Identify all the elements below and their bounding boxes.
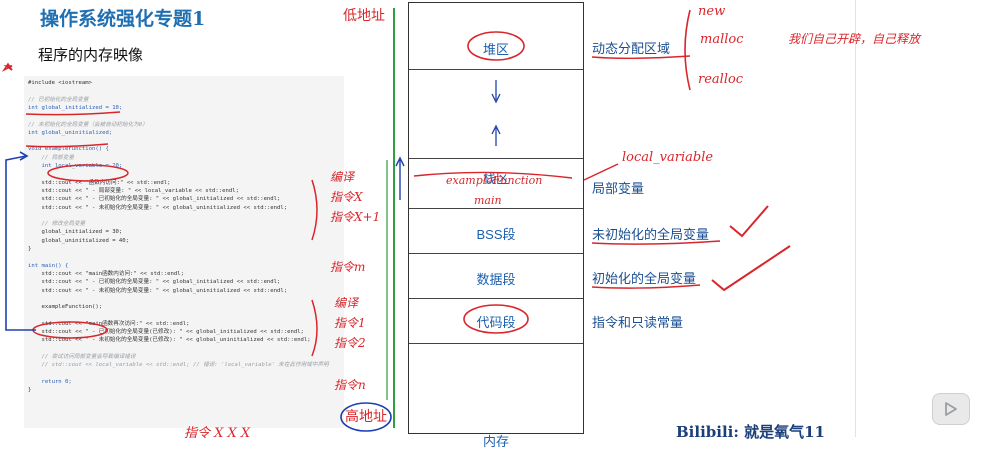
code-line: // 未初始化的全局变量（会被自动初始化为0）: [28, 121, 148, 128]
hand-note-a3: 指令X+1: [330, 210, 381, 224]
code-line: std::cout << "函数内访问:" << std::endl;: [28, 179, 171, 186]
low-address-label: 低地址: [343, 8, 385, 24]
code-line: std::cout << " - 已初始化的全局变量: " << global_…: [28, 279, 281, 286]
code-line: std::cout << " - 已初始化的全局变量: " << global_…: [28, 196, 281, 203]
code-line: exampleFunction();: [28, 304, 103, 311]
hand-note-a1: 编译: [330, 170, 355, 184]
code-line: global_initialized = 30;: [28, 229, 123, 236]
note-data: 初始化的全局变量: [592, 272, 697, 287]
note-stack: 局部变量: [592, 182, 645, 197]
divider: [409, 69, 583, 70]
code-line: std::cout << " - 局部变量: " << local_variab…: [28, 187, 239, 194]
code-line: global_uninitialized = 40;: [28, 237, 130, 244]
hand-note-a2: 指令X: [330, 190, 363, 204]
hand-local-variable: local_variable: [622, 150, 714, 165]
hand-stack-frame-1: exampleFunction: [446, 174, 543, 187]
hand-stack-frame-2: main: [474, 194, 502, 207]
circle-stroke: [467, 31, 525, 61]
arrowhead-icon: [491, 93, 501, 104]
brace-stroke: [684, 9, 691, 91]
note-arrow: [583, 163, 619, 181]
hand-bottom-scribble: 指令 X X X: [184, 426, 251, 441]
slide-title: 操作系统强化专题1: [40, 8, 206, 30]
underline-stroke: [591, 284, 701, 289]
checkmark-icon: [711, 245, 791, 292]
underline-stroke: [25, 111, 121, 116]
circle-stroke: [463, 304, 529, 334]
green-divider: [393, 8, 395, 428]
code-line: // 尝试访问局部变量会导致编译错误: [28, 353, 136, 360]
code-line: std::cout << " - 未初始化的全局变量: " << global_…: [28, 204, 288, 211]
arrowhead-icon: [19, 151, 29, 161]
code-line: std::cout << "main函数再次访问:" << std::endl;: [28, 320, 190, 327]
note-bss: 未初始化的全局变量: [592, 228, 710, 243]
brace-stroke: [311, 179, 318, 241]
hand-heap-op-1: new: [698, 4, 726, 19]
divider: [409, 253, 583, 254]
code-line: std::cout << " - 已初始化的全局变量(已修改): " << gl…: [28, 329, 304, 335]
code-line: // 修改全局变量: [28, 221, 86, 228]
divider: [409, 343, 583, 344]
slide-canvas: 操作系统强化专题1 程序的内存映像 #include <iostream> // …: [1, 0, 970, 449]
note-text: 指令和只读常量: [592, 316, 684, 331]
code-line: int global_uninitialized;: [28, 129, 113, 136]
underline-stroke: [25, 143, 109, 148]
hand-heap-comment: 我们自己开辟，自己释放: [788, 32, 921, 46]
circle-stroke: [340, 402, 392, 432]
segment-data: 数据段: [476, 272, 516, 287]
memory-diagram: 堆区 栈区 BSS段 数据段 代码段 内存: [408, 2, 584, 449]
code-line: std::cout << "main函数内访问:" << std::endl;: [28, 270, 184, 277]
scrollbar-track[interactable]: [855, 0, 856, 437]
code-line: std::cout << " - 未初始化的全局变量(已修改): " << gl…: [28, 337, 311, 344]
code-line: }: [28, 387, 32, 394]
underline-stroke: [591, 55, 691, 59]
code-line: void exampleFunction() {: [28, 146, 109, 153]
code-line: #include <iostream>: [28, 80, 92, 86]
hand-note-b4: 指令n: [334, 378, 366, 392]
code-line: // 局部变量: [28, 154, 74, 161]
circle-stroke: [47, 164, 129, 182]
brace-stroke: [311, 299, 318, 357]
circle-stroke: [32, 321, 108, 339]
code-line: int main() {: [28, 262, 69, 269]
play-icon: [945, 402, 957, 416]
code-line: // std::cout << local_variable << std::e…: [28, 362, 329, 369]
arrowhead-icon: [395, 156, 405, 167]
segment-text: 代码段: [476, 315, 516, 330]
code-line: int global_initialized = 10;: [28, 104, 123, 111]
underline-stroke: [591, 240, 721, 245]
star-icon: [1, 62, 13, 72]
scribble-stroke: [413, 171, 573, 179]
arrowhead-icon: [491, 124, 501, 135]
call-arrow: [5, 155, 36, 331]
note-heap: 动态分配区域: [592, 42, 671, 57]
ink-overlay: [1, 9, 791, 432]
segment-stack: 栈区: [482, 171, 509, 186]
hand-note-b1: 编译: [334, 296, 359, 310]
code-line: }: [28, 246, 32, 252]
segment-heap: 堆区: [482, 42, 509, 57]
checkmark-icon: [729, 205, 769, 238]
code-line: std::cout << " - 未初始化的全局变量: " << global_…: [28, 287, 288, 294]
play-button[interactable]: [932, 393, 970, 425]
code-line: return 0;: [28, 378, 72, 385]
segment-bss: BSS段: [476, 227, 516, 242]
high-address-label: 高地址: [345, 409, 387, 425]
code-line: // 已初始化的全局变量: [28, 96, 89, 103]
divider: [409, 208, 583, 209]
hand-note-b3: 指令2: [334, 336, 366, 350]
hand-note-a4: 指令m: [330, 260, 366, 274]
hand-note-b2: 指令1: [334, 316, 366, 330]
hand-heap-op-3: realloc: [698, 72, 744, 87]
divider: [409, 158, 583, 159]
divider: [409, 298, 583, 299]
slide-subtitle: 程序的内存映像: [38, 46, 144, 64]
hand-heap-op-2: malloc: [700, 32, 744, 47]
